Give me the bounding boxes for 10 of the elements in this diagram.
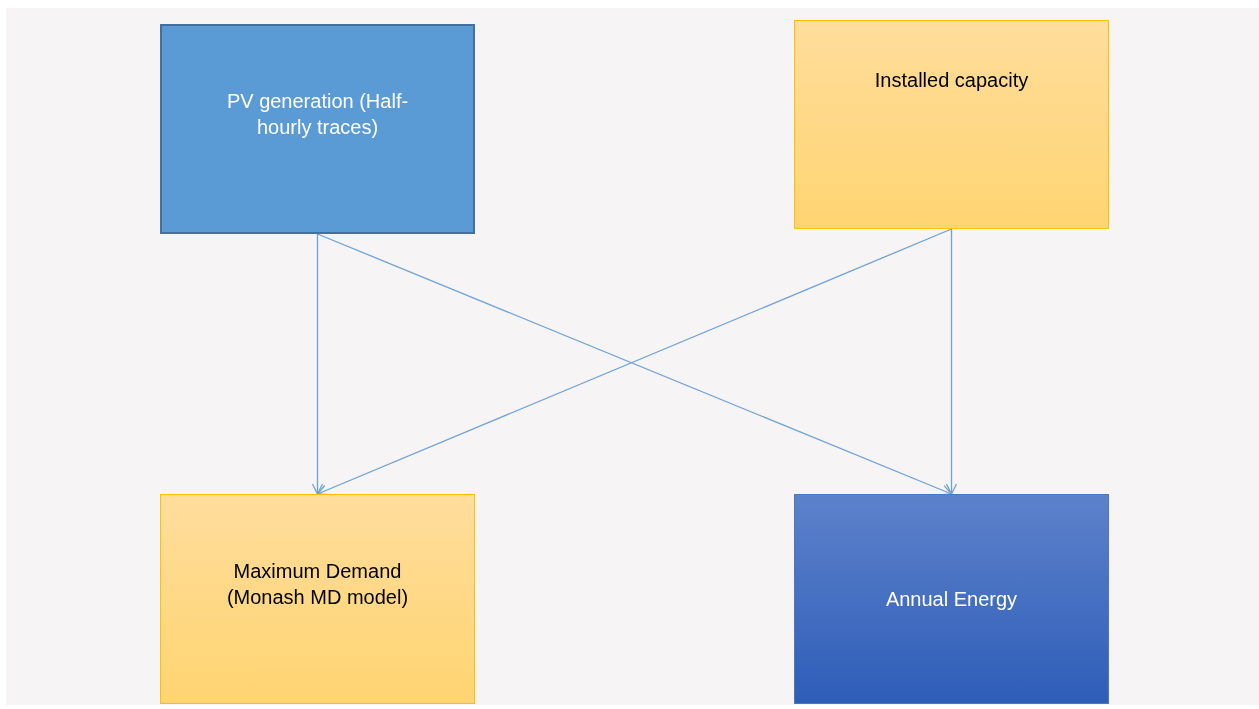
process-box (794, 494, 1109, 704)
box-label: Annual Energy (885, 587, 1018, 612)
process-box (794, 20, 1109, 229)
box-label: Maximum Demand (Monash MD model) (225, 559, 410, 610)
box-label: PV generation (Half-hourly traces) (225, 89, 410, 140)
arrow (945, 228, 958, 495)
arrow (311, 233, 324, 495)
process-box (160, 24, 475, 234)
process-box (160, 494, 475, 704)
box-label: Installed capacity (874, 67, 1029, 93)
